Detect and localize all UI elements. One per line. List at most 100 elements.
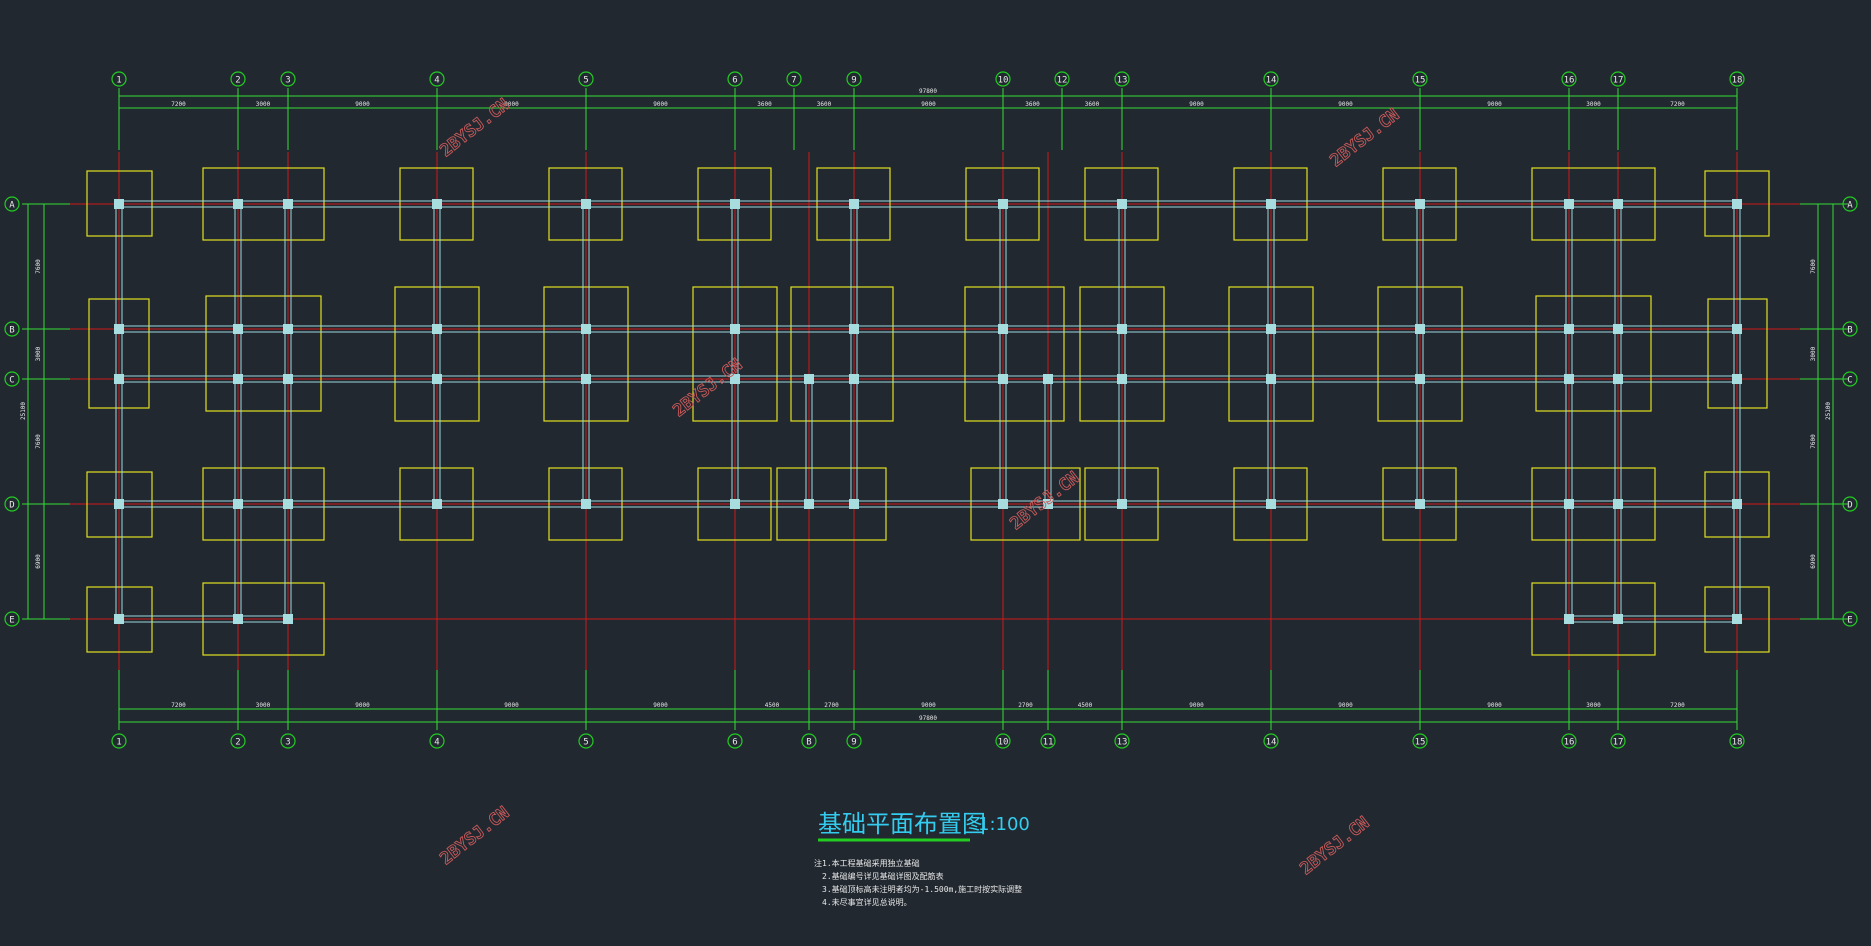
axis-bubble-right-label: C [1847, 376, 1852, 386]
left-segment-dim-label: 7600 [35, 259, 42, 274]
footing-outline [1531, 582, 1656, 656]
column-stub [1266, 374, 1276, 384]
footing-outline [399, 467, 474, 541]
column-stub [998, 374, 1008, 384]
column-stub [581, 499, 591, 509]
column-stub [1732, 374, 1742, 384]
footing-outline [776, 467, 887, 541]
footing-outline [205, 295, 322, 412]
right-total-dim-label: 25100 [1825, 402, 1832, 420]
axis-bubble-left-label: C [9, 376, 14, 386]
footings [86, 167, 1770, 656]
axis-bubble-bottom-label: 4 [434, 738, 439, 748]
axis-bubble-bottom-circle [801, 733, 817, 749]
axis-bubble-bottom-circle [280, 733, 296, 749]
axis-bubble-bottom-circle [111, 733, 127, 749]
axis-bubble-bottom-label: 6 [732, 738, 737, 748]
bottom-segment-dim-label: 2700 [1018, 702, 1033, 709]
column-stub [114, 499, 124, 509]
column-stubs [114, 199, 1742, 624]
note-line: 4.未尽事宜详见总说明。 [822, 897, 912, 907]
footing-outline [1233, 167, 1308, 241]
column-stub [1043, 374, 1053, 384]
column-stub [849, 324, 859, 334]
axis-bubble-bottom-circle [429, 733, 445, 749]
footing-outline [1531, 467, 1656, 541]
column-stub [1415, 324, 1425, 334]
footing-outline [1707, 298, 1768, 409]
footing-outline [399, 167, 474, 241]
column-stub [1043, 499, 1053, 509]
axis-bubble-bottom-label: 17 [1613, 738, 1624, 748]
column-stub [1732, 199, 1742, 209]
axis-bubble-bottom-circle [1610, 733, 1626, 749]
top-total-dim-label: 97800 [919, 88, 937, 95]
footing-outline [202, 167, 325, 241]
top-segment-dim-label: 3600 [817, 101, 832, 108]
column-stub [849, 374, 859, 384]
column-stub [114, 614, 124, 624]
column-stub [849, 499, 859, 509]
footing-outline [86, 471, 153, 538]
column-stub [283, 324, 293, 334]
axis-bubble-left-circle [4, 611, 20, 627]
column-stub [233, 324, 243, 334]
footing-outline [697, 467, 772, 541]
axis-bubble-top-circle [1263, 71, 1279, 87]
footing-outline [1382, 167, 1457, 241]
footing-outline [86, 586, 153, 653]
axis-bubble-top-label: 9 [851, 76, 856, 86]
footing-outline [816, 167, 891, 241]
footing-outline [1084, 167, 1159, 241]
axis-bubble-left-circle [4, 496, 20, 512]
notes: 注1.本工程基础采用独立基础 2.基础编号详见基础详图及配筋表 3.基础顶标高未… [814, 858, 1022, 907]
footing-outline [88, 298, 150, 409]
top-segment-dim-label: 3600 [1025, 101, 1040, 108]
top-segment-dim-label: 3600 [757, 101, 772, 108]
footing-outline [964, 286, 1065, 422]
column-stub [849, 199, 859, 209]
axis-bubble-bottom-label: B [806, 738, 811, 748]
bottom-segment-dim-label: 9000 [653, 702, 668, 709]
axis-bubble-bottom-label: 9 [851, 738, 856, 748]
footing-outline [1704, 471, 1770, 538]
bottom-segment-dim-label: 9000 [1487, 702, 1502, 709]
column-stub [998, 499, 1008, 509]
column-stub [581, 199, 591, 209]
axis-bubble-bottom-circle [1114, 733, 1130, 749]
column-stub [730, 499, 740, 509]
bottom-segment-dim-label: 9000 [1189, 702, 1204, 709]
left-segment-dim-label: 7600 [35, 434, 42, 449]
column-stub [998, 199, 1008, 209]
axis-bubble-top-label: 7 [791, 76, 796, 86]
footing-outline [202, 582, 325, 656]
axis-bubble-left-label: B [9, 326, 14, 336]
footing-outline [548, 167, 623, 241]
column-stub [581, 374, 591, 384]
column-stub [1564, 199, 1574, 209]
column-stub [1415, 374, 1425, 384]
column-stub [1266, 499, 1276, 509]
axis-bubble-top-circle [111, 71, 127, 87]
axis-bubble-right-label: E [1847, 616, 1852, 626]
bottom-segment-dim-label: 7200 [1670, 702, 1685, 709]
footing-outline [394, 286, 480, 422]
column-stub [432, 324, 442, 334]
note-line: 3.基础顶标高未注明者均为-1.500m,施工时按实际调整 [822, 884, 1022, 894]
bottom-segment-dim-label: 7200 [171, 702, 186, 709]
axis-bubble-top-circle [1114, 71, 1130, 87]
top-segment-dim-label: 9000 [1189, 101, 1204, 108]
axis-bubble-bottom-label: 18 [1732, 738, 1743, 748]
top-segment-dim-label: 9000 [355, 101, 370, 108]
column-stub [1564, 374, 1574, 384]
column-stub [1732, 499, 1742, 509]
note-line: 注1.本工程基础采用独立基础 [814, 858, 920, 868]
column-stub [233, 499, 243, 509]
axis-bubble-top-label: 12 [1057, 76, 1068, 86]
bottom-segment-dim-label: 4500 [765, 702, 780, 709]
axis-bubble-top-circle [995, 71, 1011, 87]
top-segment-dim-label: 9000 [1338, 101, 1353, 108]
axis-bubble-top-label: 15 [1415, 76, 1426, 86]
axis-bubble-bottom-circle [1040, 733, 1056, 749]
